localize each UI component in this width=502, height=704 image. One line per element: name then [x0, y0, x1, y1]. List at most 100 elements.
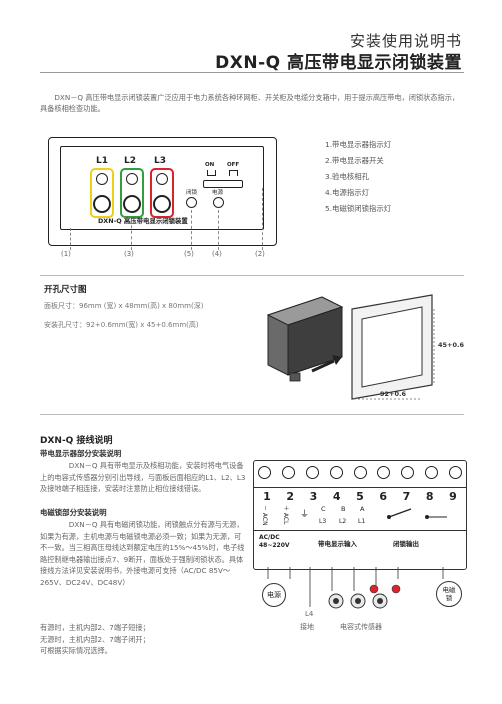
- legend-item: 5.电磁锁闭锁指示灯: [325, 204, 392, 213]
- terminal-number: 9: [449, 490, 457, 503]
- ground-icon: ⏚: [300, 510, 310, 520]
- header-divider: [40, 72, 464, 73]
- terminal-number: 6: [379, 490, 388, 503]
- screw-icon: [258, 466, 271, 479]
- terminal-a-label: A: [360, 505, 365, 513]
- lock-install-title: 电磁锁部分安装说明: [40, 508, 107, 517]
- on-label: ON: [205, 162, 215, 168]
- callout-line-5: [191, 210, 193, 250]
- panel-size-text: 面板尺寸：96mm (宽) x 48mm(高) x 80mm(深): [44, 302, 204, 310]
- l2-phase-check-hole[interactable]: [123, 195, 141, 213]
- off-label: OFF: [227, 162, 240, 168]
- mounting-hole-shape: [361, 306, 423, 388]
- voltage-text: 48~220V: [259, 542, 290, 549]
- relay-contact-icon: [387, 508, 447, 519]
- insert-arrow-head: [332, 355, 342, 365]
- off-switch-icon: [229, 170, 238, 176]
- terminal-b-label: B: [341, 505, 346, 513]
- terminal-l2-label: L2: [339, 518, 347, 525]
- intro-paragraph: DXN－Q 高压带电显示闭锁装置广泛应用于电力系统各种环网柜、开关柜及电缆分支箱…: [40, 93, 460, 113]
- terminal-number: 3: [309, 490, 318, 503]
- note-line: 可根据实际情况选择。: [40, 646, 112, 656]
- label-divider: [253, 530, 467, 531]
- callout-line-4: [218, 210, 220, 250]
- power-label: 电源: [212, 190, 224, 196]
- screw-icon: [449, 466, 462, 479]
- screw-icon: [353, 466, 367, 479]
- front-panel-face: [60, 146, 264, 230]
- l1-indicator-frame: [90, 168, 114, 218]
- callout-3: (3): [124, 250, 134, 258]
- l1-phase-check-hole[interactable]: [93, 195, 111, 213]
- l2-indicator-frame: [120, 168, 144, 218]
- terminal-l1-label: L1: [358, 518, 366, 525]
- note-line: 有源时，主机内部2、7端子短接；: [40, 623, 150, 632]
- legend-item: 3.验电核相孔: [325, 172, 370, 181]
- wiring-notes: 有源时，主机内部2、7端子短接； 无源时，主机内部2、7端子闭开； 可根据实际情…: [40, 622, 150, 657]
- screw-icon: [281, 466, 295, 479]
- callout-line-2: [262, 188, 264, 250]
- component-legend: 1.带电显示器指示灯 2.带电显示器开关 3.验电核相孔 4.电源指示灯 5.电…: [325, 137, 391, 217]
- display-install-body: DXN－Q 具有带电显示及核相功能，安装时将电气设备上的电容式传感器分别引出导线…: [40, 461, 246, 494]
- lock-output-label: 闭锁输出: [393, 540, 419, 548]
- front-panel-frame: [48, 137, 277, 246]
- screw-icon: [329, 466, 343, 479]
- terminal-divider: [253, 487, 467, 488]
- acl-label: ＋ ACL: [282, 505, 289, 525]
- l3-indicator-frame: [150, 168, 174, 218]
- width-dimension: 92+0.6: [380, 390, 407, 398]
- terminal-block: [253, 460, 467, 570]
- display-toggle-switch[interactable]: [203, 180, 243, 188]
- callout-1: (1): [61, 250, 71, 258]
- screw-icon: [425, 466, 439, 479]
- l3-phase-check-hole[interactable]: [153, 195, 171, 213]
- wiring-heading: DXN-Q 接线说明: [40, 436, 113, 446]
- height-dimension: 45+0.6: [438, 341, 465, 349]
- display-install-title: 带电显示器部分安装说明: [40, 449, 122, 458]
- callout-5: (5): [184, 250, 194, 258]
- manual-title: 安装使用说明书: [349, 32, 462, 50]
- callout-4: (4): [212, 250, 222, 258]
- lock-indicator-lamp: [186, 197, 197, 208]
- product-title: DXN-Q 高压带电显示闭锁装置: [215, 53, 462, 73]
- panel-brand: DXN-Q 高压带电显示闭锁装置: [98, 217, 188, 225]
- l2-indicator-lamp: [126, 173, 138, 185]
- phase-label-l3: L3: [154, 156, 166, 166]
- ground-label: 接地: [300, 623, 314, 631]
- power-indicator-lamp: [213, 197, 224, 208]
- supply-label: AC/DC 48~220V: [259, 534, 290, 550]
- acdc-text: AC/DC: [259, 534, 280, 541]
- insert-arrow-line: [311, 359, 335, 373]
- callout-2: (2): [255, 250, 265, 258]
- legend-item: 4.电源指示灯: [325, 188, 370, 197]
- cutout-drawing: [266, 294, 435, 400]
- callout-line-1: [70, 228, 72, 250]
- terminal-number: 1: [263, 490, 271, 503]
- terminal-c-label: C: [321, 505, 326, 513]
- power-source-bubble: 电源: [262, 583, 286, 607]
- device-clip-shape: [289, 372, 301, 382]
- terminal-numbers: 1 2 3 4 5 6 7 8 9: [258, 490, 462, 503]
- lock-install-body: DXN－Q 具有电磁闭锁功能，闭锁触点分有源与无源，如果为有源，主机电源与电磁锁…: [40, 520, 245, 587]
- terminal-number: 8: [425, 490, 434, 503]
- display-input-label: 带电显示输入: [318, 540, 357, 548]
- electromagnetic-lock-bubble: 电磁锁: [436, 581, 462, 607]
- terminal-number: 4: [332, 490, 341, 503]
- terminal-l3-label: L3: [319, 518, 327, 525]
- lock-label: 闭锁: [186, 190, 198, 196]
- note-line: 无源时，主机内部2、7端子闭开；: [40, 634, 150, 644]
- screw-row: [258, 466, 462, 480]
- acn-label: － ACN: [261, 505, 268, 526]
- on-switch-icon: [207, 170, 216, 176]
- legend-item: 1.带电显示器指示灯: [325, 140, 392, 149]
- l1-indicator-lamp: [96, 173, 108, 185]
- sensor-label: 电容式传感器: [340, 623, 382, 631]
- terminal-number: 2: [286, 490, 295, 503]
- screw-icon: [305, 466, 319, 479]
- cutout-section: [40, 275, 464, 415]
- phase-label-l1: L1: [96, 156, 108, 166]
- cutout-heading: 开孔尺寸图: [44, 285, 87, 295]
- l3-indicator-lamp: [156, 173, 168, 185]
- callout-line-3: [131, 220, 133, 250]
- terminal-number: 5: [356, 490, 364, 503]
